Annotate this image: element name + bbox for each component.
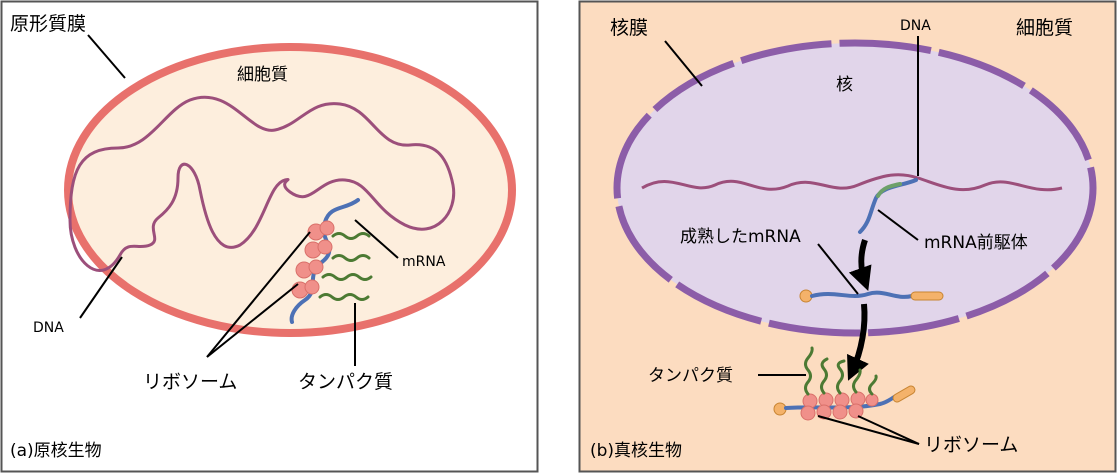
leader-ribosome-b2 bbox=[857, 415, 920, 445]
plasma-membrane bbox=[64, 43, 516, 337]
caption-b: (b)真核生物 bbox=[590, 441, 682, 461]
prokaryote-dna-strand bbox=[68, 95, 456, 272]
leader-plasma-membrane bbox=[87, 34, 126, 79]
translating-mrna-polya-tail bbox=[892, 385, 916, 403]
eukaryote-ribosomes bbox=[800, 391, 879, 421]
leader-nuclear-envelope bbox=[664, 40, 703, 87]
label-cytoplasm-b: 細胞質 bbox=[1016, 17, 1073, 39]
arrow-export bbox=[847, 303, 869, 381]
label-protein-a: タンパク質 bbox=[298, 371, 393, 393]
label-plasma-membrane: 原形質膜 bbox=[10, 13, 86, 35]
label-ribosome-a: リボソーム bbox=[143, 371, 237, 393]
label-cytoplasm-a: 細胞質 bbox=[237, 65, 288, 85]
label-nucleus: 核 bbox=[836, 75, 853, 95]
leader-dna-a bbox=[79, 256, 123, 319]
leader-mrna-a bbox=[354, 219, 399, 259]
prokaryote-ribosomes bbox=[291, 220, 335, 299]
label-nuclear-envelope: 核膜 bbox=[610, 17, 648, 39]
label-protein-b: タンパク質 bbox=[648, 366, 733, 386]
translating-mrna-cap bbox=[773, 402, 787, 416]
mature-mrna-polya-tail bbox=[910, 291, 944, 301]
label-mrna-a: mRNA bbox=[402, 254, 446, 270]
leader-mature-mrna bbox=[817, 243, 859, 295]
label-dna-b: DNA bbox=[900, 18, 931, 34]
label-pre-mrna: mRNA前駆体 bbox=[924, 233, 1028, 253]
prokaryote-mrna bbox=[289, 198, 360, 324]
caption-a: (a)原核生物 bbox=[10, 441, 102, 461]
leader-ribosome-a2 bbox=[206, 283, 299, 358]
mature-mrna bbox=[810, 290, 914, 299]
panel-eukaryote: 核膜 DNA 細胞質 核 成熟したmRNA mRNA前駆体 タンパク質 リボソー… bbox=[578, 0, 1117, 473]
label-mature-mrna: 成熟したmRNA bbox=[680, 226, 801, 247]
label-ribosome-b: リボソーム bbox=[924, 434, 1018, 456]
pre-mrna-green-segment bbox=[876, 182, 902, 198]
leader-ribosome-a1 bbox=[206, 231, 311, 358]
leader-ribosome-b1 bbox=[817, 415, 920, 445]
eukaryote-proteins bbox=[804, 346, 878, 396]
pre-mrna bbox=[858, 178, 918, 234]
eukaryote-dna-strand bbox=[641, 173, 1063, 192]
prokaryote-proteins bbox=[318, 232, 373, 301]
arrow-processing bbox=[848, 239, 872, 292]
leader-pre-mrna bbox=[877, 209, 919, 241]
panel-prokaryote: 原形質膜 細胞質 DNA mRNA リボソーム タンパク質 (a)原核生物 bbox=[0, 0, 539, 473]
label-dna-a: DNA bbox=[33, 320, 64, 336]
nucleus bbox=[617, 43, 1093, 333]
nuclear-envelope bbox=[613, 39, 1097, 337]
